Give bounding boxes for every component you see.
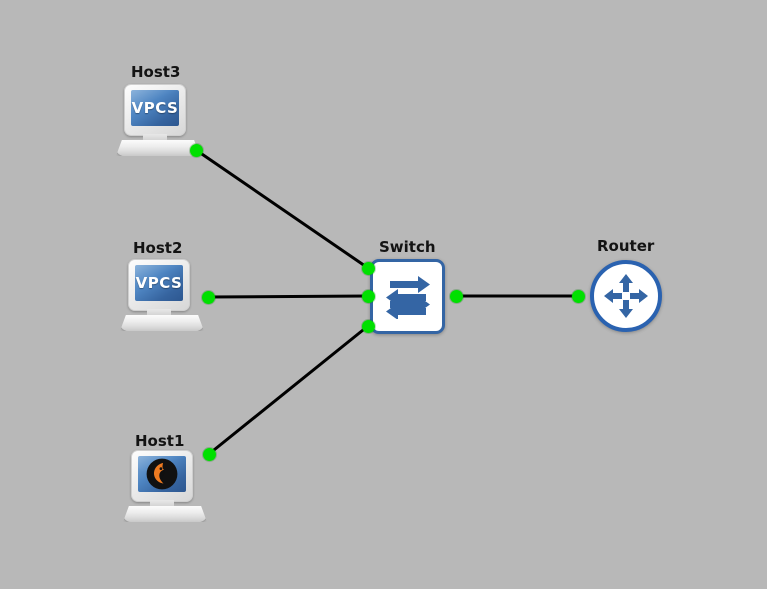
node-label-switch: Switch (379, 238, 436, 256)
switch-arrows-icon (385, 275, 430, 319)
node-label-host3: Host3 (131, 63, 181, 81)
port-status-dot[interactable] (449, 289, 463, 303)
monitor-base-icon (123, 506, 207, 522)
link-line[interactable] (206, 294, 370, 299)
pc-icon-host3[interactable]: VPCS (113, 84, 203, 156)
node-label-host1: Host1 (135, 432, 185, 450)
pc-icon-host2[interactable]: VPCS (117, 259, 207, 331)
screen-label-host3: VPCS (131, 99, 179, 117)
screen-label-host2: VPCS (135, 274, 183, 292)
monitor-neck-icon (147, 309, 171, 317)
monitor-neck-icon (143, 134, 167, 142)
link-line[interactable] (207, 324, 370, 456)
monitor-bezel-icon (131, 450, 193, 502)
monitor-screen-icon: VPCS (135, 265, 183, 301)
port-status-dot[interactable] (571, 289, 585, 303)
monitor-neck-icon (150, 500, 174, 508)
monitor-bezel-icon: VPCS (128, 259, 190, 311)
router-arrows-icon (604, 274, 648, 318)
port-status-dot[interactable] (201, 290, 215, 304)
router-icon[interactable] (590, 260, 662, 332)
monitor-screen-icon: VPCS (131, 90, 179, 126)
node-label-router: Router (597, 237, 655, 255)
port-status-dot[interactable] (189, 143, 203, 157)
monitor-base-icon (116, 140, 200, 156)
monitor-bezel-icon: VPCS (124, 84, 186, 136)
pc-icon-host1[interactable] (120, 450, 210, 522)
kali-dragon-icon (146, 458, 178, 490)
port-status-dot[interactable] (361, 261, 375, 275)
node-label-host2: Host2 (133, 239, 183, 257)
monitor-screen-icon (138, 456, 186, 492)
port-status-dot[interactable] (202, 447, 216, 461)
monitor-base-icon (120, 315, 204, 331)
port-status-dot[interactable] (361, 289, 375, 303)
switch-icon[interactable] (370, 259, 445, 334)
link-line[interactable] (194, 148, 370, 270)
port-status-dot[interactable] (361, 319, 375, 333)
